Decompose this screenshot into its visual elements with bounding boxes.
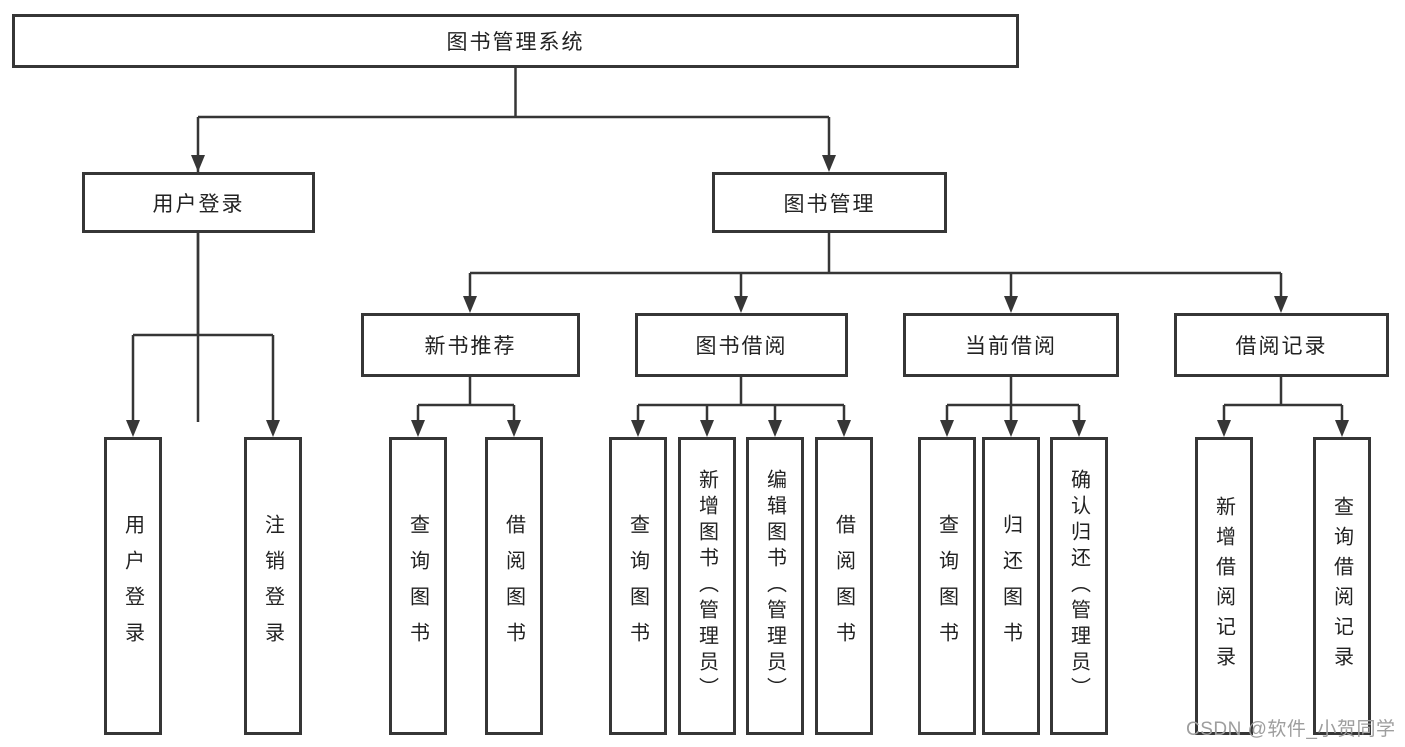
arrowhead xyxy=(631,420,645,437)
leaf-add-book-admin: 新增图书（管理员） xyxy=(678,437,736,735)
csdn-watermark: CSDN @软件_小贺同学 xyxy=(1186,719,1396,740)
connector-newbook-to-leaves xyxy=(416,377,516,422)
leaf-borrow-books-2: 借阅图书 xyxy=(815,437,873,735)
node-book-management: 图书管理 xyxy=(712,172,947,233)
connector-current-to-leaves xyxy=(945,377,1081,422)
arrowhead xyxy=(1072,420,1086,437)
arrowhead xyxy=(768,420,782,437)
leaf-edit-book-admin: 编辑图书（管理员） xyxy=(746,437,804,735)
arrowhead xyxy=(734,296,748,313)
node-new-book-recommend: 新书推荐 xyxy=(361,313,580,377)
leaf-add-borrow-record: 新增借阅记录 xyxy=(1195,437,1253,735)
leaf-query-borrow-record: 查询借阅记录 xyxy=(1313,437,1371,735)
arrowhead xyxy=(1004,296,1018,313)
leaf-query-books-2: 查询图书 xyxy=(609,437,667,735)
arrowhead xyxy=(126,420,140,437)
arrowhead xyxy=(266,420,280,437)
arrowhead xyxy=(837,420,851,437)
node-borrowing-records: 借阅记录 xyxy=(1174,313,1389,377)
arrowhead xyxy=(700,420,714,437)
leaf-logout: 注销登录 xyxy=(244,437,302,735)
arrowhead xyxy=(191,155,205,172)
arrowhead xyxy=(507,420,521,437)
connector-mgmt-to-level3 xyxy=(468,233,1283,298)
node-user-login: 用户登录 xyxy=(82,172,315,233)
arrowhead xyxy=(1004,420,1018,437)
arrowhead xyxy=(1217,420,1231,437)
node-book-borrowing: 图书借阅 xyxy=(635,313,848,377)
connector-records-to-leaves xyxy=(1222,377,1344,422)
leaf-return-books: 归还图书 xyxy=(982,437,1040,735)
connector-borrow-to-leaves xyxy=(636,377,846,422)
arrowhead xyxy=(463,296,477,313)
arrowhead xyxy=(822,155,836,172)
node-library-system: 图书管理系统 xyxy=(12,14,1019,68)
arrowhead xyxy=(1274,296,1288,313)
arrowhead xyxy=(411,420,425,437)
leaf-user-login: 用户登录 xyxy=(104,437,162,735)
leaf-borrow-books-1: 借阅图书 xyxy=(485,437,543,735)
node-current-borrowing: 当前借阅 xyxy=(903,313,1119,377)
connector-login-to-leaves xyxy=(131,233,275,422)
leaf-confirm-return-admin: 确认归还（管理员） xyxy=(1050,437,1108,735)
leaf-query-books-1: 查询图书 xyxy=(389,437,447,735)
arrowhead xyxy=(940,420,954,437)
leaf-query-books-3: 查询图书 xyxy=(918,437,976,735)
arrowhead xyxy=(1335,420,1349,437)
